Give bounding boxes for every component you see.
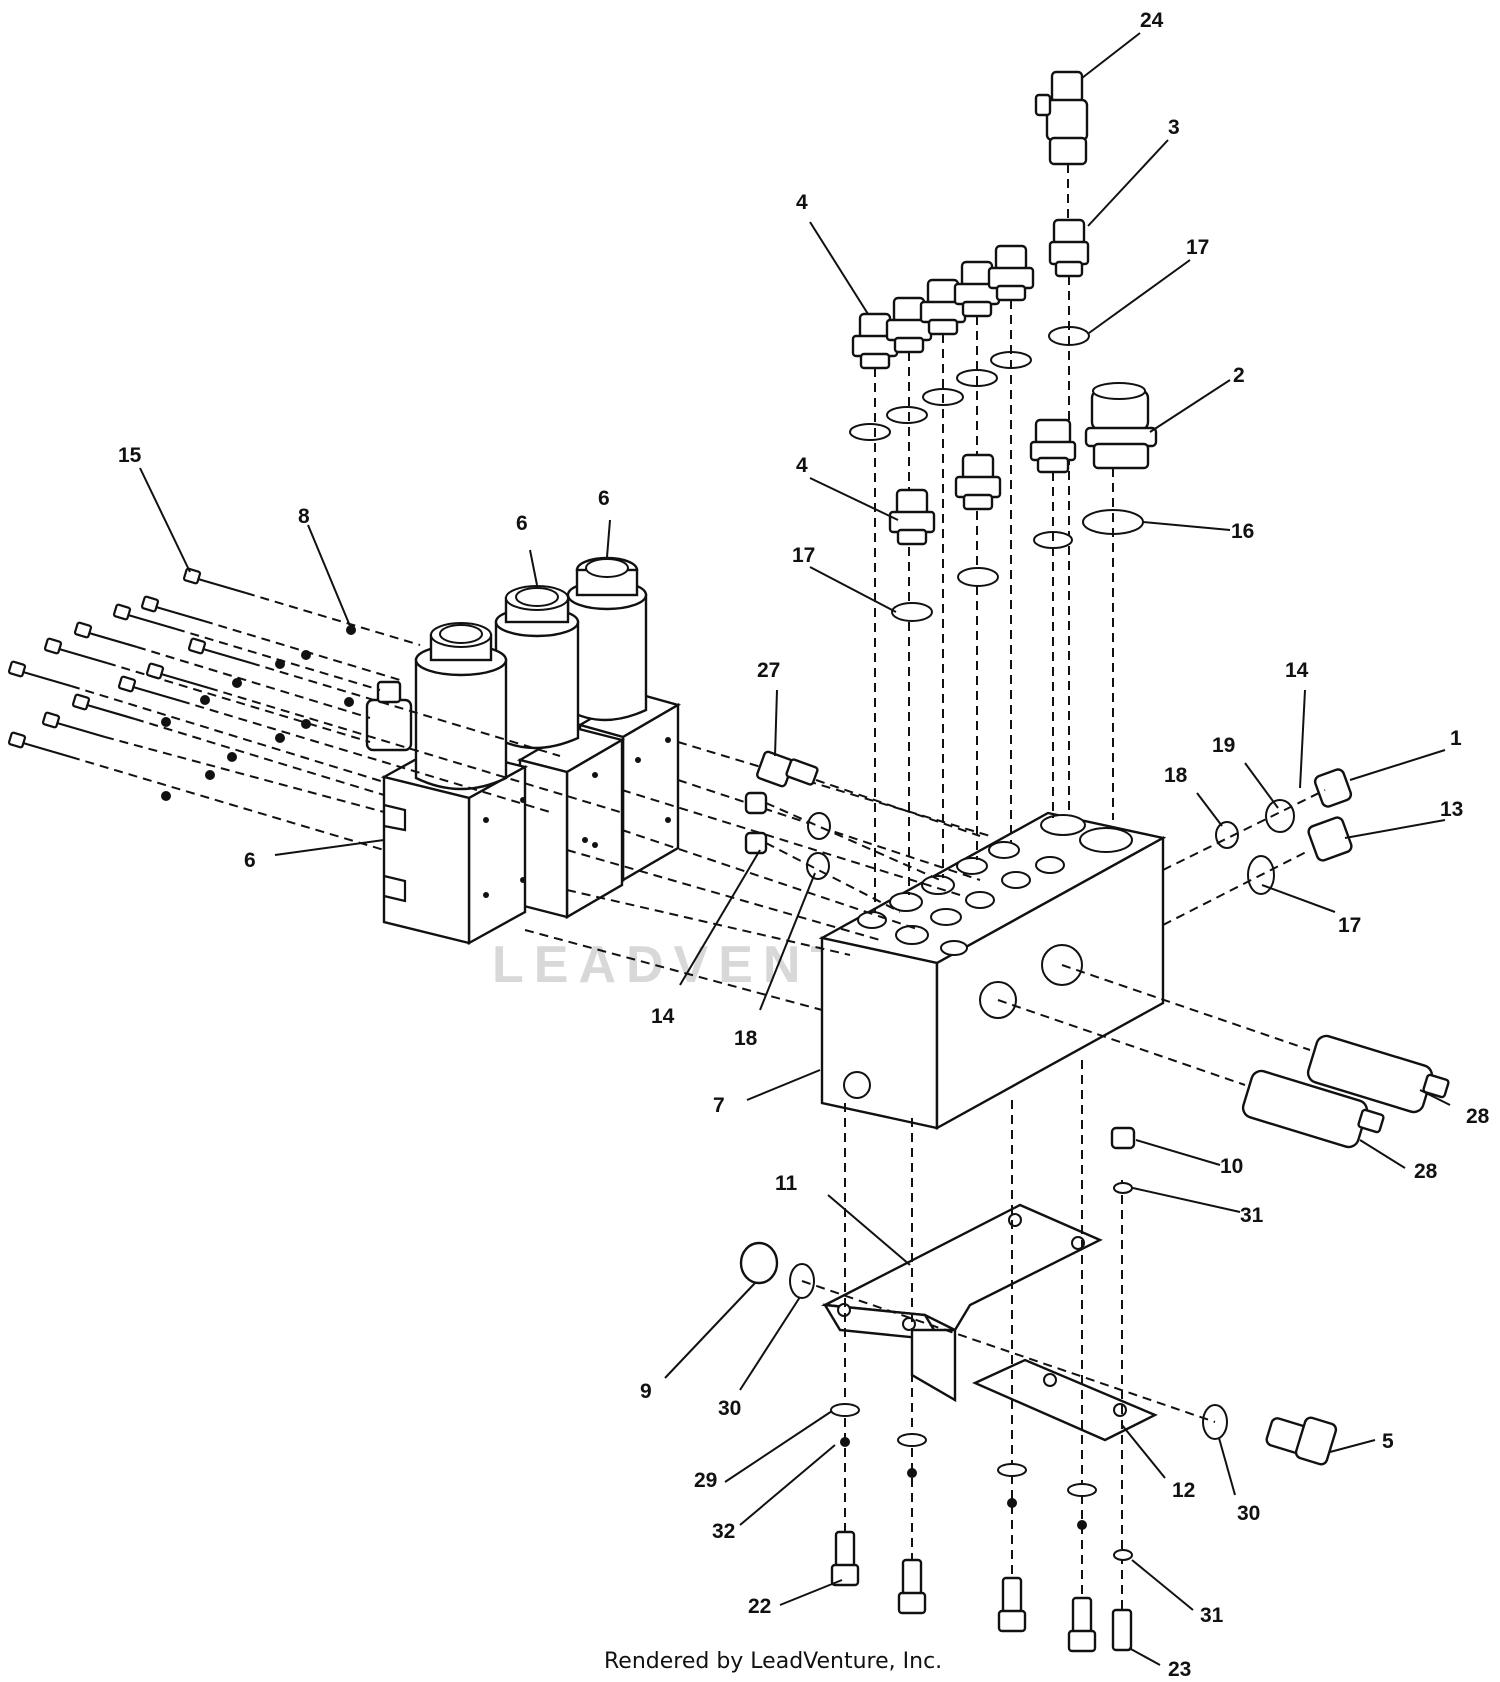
callout-6: 6: [244, 849, 256, 872]
callout-2: 2: [1233, 364, 1245, 387]
callout-14: 14: [1285, 659, 1309, 682]
mounting-brackets: [820, 1203, 1158, 1442]
callout-11: 11: [775, 1172, 798, 1195]
relief-cartridges: [997, 964, 1450, 1149]
callout-8: 8: [298, 505, 310, 528]
callout-23: 23: [1168, 1658, 1191, 1681]
callout-31: 31: [1240, 1204, 1264, 1227]
callout-19: 19: [1212, 734, 1235, 757]
manifold-block: [818, 811, 1167, 1131]
callout-18: 18: [734, 1027, 758, 1050]
valve-to-manifold-lines: [524, 741, 991, 1011]
callout-14: 14: [651, 1005, 675, 1028]
footer-credit: Rendered by LeadVenture, Inc.: [604, 1649, 942, 1674]
callout-6: 6: [598, 487, 610, 510]
callout-7: 7: [713, 1094, 725, 1117]
callout-31: 31: [1200, 1604, 1224, 1627]
lower-hardware: [739, 1060, 1338, 1653]
callout-22: 22: [748, 1595, 771, 1618]
callout-15: 15: [118, 444, 142, 467]
callout-5: 5: [1382, 1430, 1394, 1453]
callout-labels: 24 3 17 4 2 4 16 17 15 8 6 6 6 27 14 1 1…: [118, 9, 1490, 1681]
callout-12: 12: [1172, 1479, 1195, 1502]
callout-24: 24: [1140, 9, 1164, 32]
callout-17: 17: [792, 544, 815, 567]
callout-17: 17: [1338, 914, 1361, 937]
callout-1: 1: [1450, 727, 1462, 750]
callout-9: 9: [640, 1380, 652, 1403]
callout-30: 30: [1237, 1502, 1260, 1525]
callout-6: 6: [516, 512, 528, 535]
callout-16: 16: [1231, 520, 1254, 543]
callout-28: 28: [1466, 1105, 1490, 1128]
callout-32: 32: [712, 1520, 735, 1543]
solenoid-valve-stack: [365, 556, 682, 946]
callout-28: 28: [1414, 1160, 1438, 1183]
callout-27: 27: [757, 659, 780, 682]
callout-10: 10: [1220, 1155, 1243, 1178]
callout-17: 17: [1186, 236, 1209, 259]
callout-4: 4: [796, 454, 808, 477]
left-side-fittings: [744, 750, 981, 913]
callout-3: 3: [1168, 116, 1180, 139]
leader-lines: [139, 32, 1451, 1666]
callout-13: 13: [1440, 798, 1463, 821]
callout-29: 29: [694, 1469, 717, 1492]
callout-18: 18: [1164, 764, 1188, 787]
top-fittings: [849, 70, 1158, 912]
bolt-set: [7, 567, 621, 851]
right-side-fittings: [1162, 768, 1353, 926]
callout-30: 30: [718, 1397, 741, 1420]
callout-4: 4: [796, 191, 808, 214]
